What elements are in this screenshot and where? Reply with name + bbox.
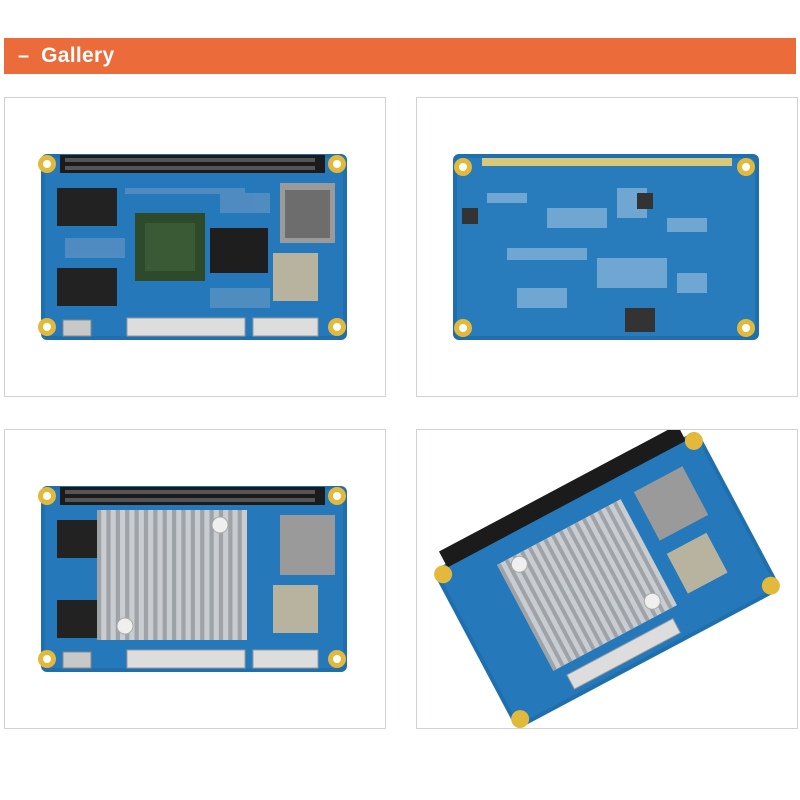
gallery-header: – Gallery bbox=[4, 38, 796, 74]
board-bottom-photo bbox=[453, 154, 759, 340]
gallery-image-board-bottom[interactable] bbox=[416, 97, 798, 397]
gallery-title: Gallery bbox=[41, 44, 115, 67]
board-top-photo bbox=[38, 154, 347, 340]
board-heatsink-photo bbox=[38, 486, 347, 672]
gallery-image-board-heatsink[interactable] bbox=[4, 429, 386, 729]
gallery-image-board-angled[interactable] bbox=[416, 429, 798, 729]
board-angled-photo bbox=[434, 430, 780, 728]
gallery-image-board-top[interactable] bbox=[4, 97, 386, 397]
header-dash: – bbox=[18, 44, 30, 67]
